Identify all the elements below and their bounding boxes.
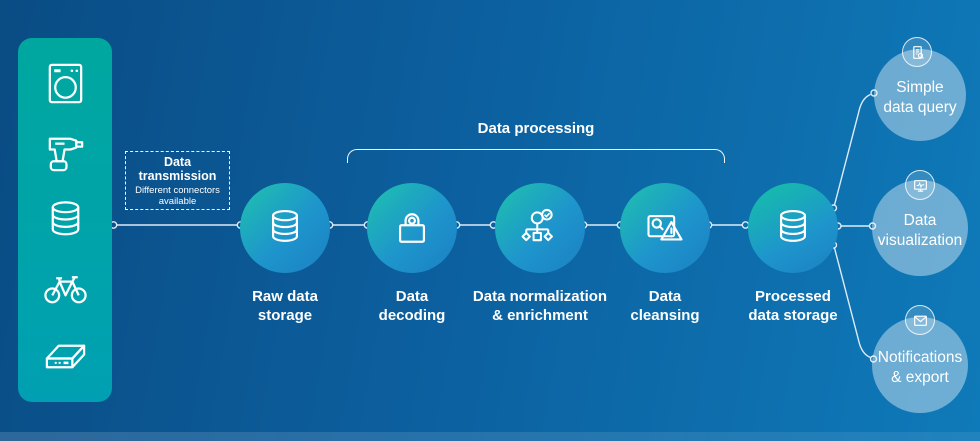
lock-icon xyxy=(390,206,434,250)
chart-monitor-icon xyxy=(905,170,935,200)
image-warning-icon xyxy=(643,206,687,250)
label-notifications-export: Notifications & export xyxy=(877,349,963,386)
power-drill-icon xyxy=(42,128,89,175)
envelope-icon xyxy=(905,305,935,335)
label-raw-data-storage: Raw data storage xyxy=(252,288,318,324)
label-processed-data-storage: Processed data storage xyxy=(748,288,838,324)
database-icon xyxy=(263,206,307,250)
label-data-decoding: Data decoding xyxy=(378,288,446,324)
server-box-icon xyxy=(42,333,89,380)
label-simple-data-query: Simple data query xyxy=(883,79,957,116)
washing-machine-icon xyxy=(42,60,89,107)
database-icon xyxy=(771,206,815,250)
device-sources-panel xyxy=(18,38,112,402)
label-data-normalization: Data normalization & enrichment xyxy=(472,288,608,324)
output-simple-data-query: Simple data query xyxy=(874,49,966,141)
output-notifications-export: Notifications & export xyxy=(872,317,968,413)
node-data-normalization xyxy=(495,183,585,273)
node-raw-data-storage xyxy=(240,183,330,273)
database-icon xyxy=(42,197,89,244)
data-transmission-subtitle: Different connectors available xyxy=(135,184,220,207)
data-transmission-box: Data transmission Different connectors a… xyxy=(125,151,230,210)
document-search-icon xyxy=(902,37,932,67)
data-processing-group-label: Data processing xyxy=(477,120,595,137)
node-data-decoding xyxy=(367,183,457,273)
label-data-visualization: Data visualization xyxy=(877,212,963,249)
hierarchy-check-icon xyxy=(518,206,562,250)
node-data-cleansing xyxy=(620,183,710,273)
data-transmission-title: Data transmission xyxy=(138,154,217,183)
bicycle-icon xyxy=(42,265,89,312)
label-data-cleansing: Data cleansing xyxy=(630,288,700,324)
data-processing-bracket xyxy=(347,149,725,163)
node-processed-data-storage xyxy=(748,183,838,273)
bottom-accent-strip xyxy=(0,432,980,441)
